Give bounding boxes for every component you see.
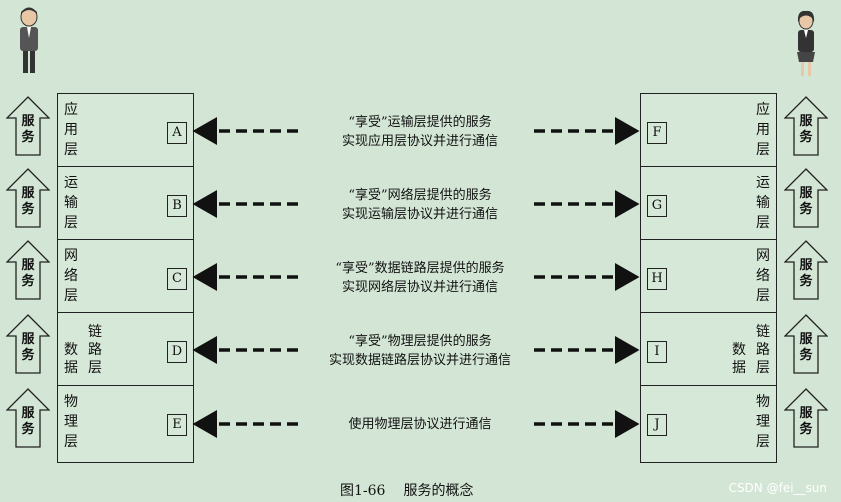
- service-label: 服 务: [21, 114, 35, 145]
- entity-box: H: [647, 268, 667, 290]
- peer-description: “享受”网络层提供的服务 实现运输层协议并进行通信: [341, 188, 498, 222]
- layer-label: 链 路 层 数 据: [720, 323, 770, 377]
- service-label: 服 务: [799, 186, 813, 217]
- service-up-arrow-icon: 服 务: [5, 96, 51, 156]
- peer-description: “享受”物理层提供的服务 实现数据链路层协议并进行通信: [328, 334, 511, 368]
- layer-label: 物 理 层: [756, 394, 770, 450]
- service-label: 服 务: [799, 332, 813, 363]
- entity-box: F: [647, 122, 667, 144]
- left-layer-datalink: 链 路 层 数 据 D: [58, 313, 193, 386]
- service-up-arrow-icon: 服 务: [5, 168, 51, 228]
- service-up-arrow-icon: 服 务: [783, 240, 829, 300]
- service-up-arrow-icon: 服 务: [783, 314, 829, 374]
- service-up-arrow-icon: 服 务: [783, 388, 829, 448]
- service-label: 服 务: [799, 258, 813, 289]
- left-layer-application: 应 用 层 A: [58, 94, 193, 167]
- service-label: 服 务: [21, 258, 35, 289]
- figure-number: 图1-66: [340, 483, 386, 499]
- layer-label: 物 理 层: [64, 394, 78, 450]
- service-up-arrow-icon: 服 务: [783, 96, 829, 156]
- right-layer-transport: 运 输 层 G: [641, 167, 776, 240]
- left-layer-network: 网 络 层 C: [58, 240, 193, 313]
- service-label: 服 务: [21, 332, 35, 363]
- peer-description: “享受”运输层提供的服务 实现应用层协议并进行通信: [341, 115, 498, 149]
- service-up-arrow-icon: 服 务: [5, 240, 51, 300]
- entity-box: G: [647, 195, 667, 217]
- right-layer-datalink: 链 路 层 数 据 I: [641, 313, 776, 386]
- layer-label: 链 路 层 数 据: [64, 323, 114, 377]
- layer-label-part: 链 路 层: [756, 324, 770, 376]
- service-label: 服 务: [21, 186, 35, 217]
- entity-box: C: [167, 268, 187, 290]
- service-label: 服 务: [21, 406, 35, 437]
- right-layer-network: 网 络 层 H: [641, 240, 776, 313]
- left-layer-physical: 物 理 层 E: [58, 386, 193, 459]
- entity-box: E: [167, 414, 187, 436]
- layer-label: 应 用 层: [756, 102, 770, 158]
- peer-description: 使用物理层协议进行通信: [348, 417, 492, 432]
- left-layer-transport: 运 输 层 B: [58, 167, 193, 240]
- layer-label-part: 数 据: [64, 342, 78, 376]
- layer-label: 运 输 层: [756, 175, 770, 231]
- layer-label-part: 数 据: [732, 342, 746, 376]
- entity-box: I: [647, 341, 667, 363]
- watermark: CSDN @fei__sun: [728, 481, 827, 495]
- entity-box: A: [167, 122, 187, 144]
- right-layer-physical: 物 理 层 J: [641, 386, 776, 459]
- entity-box: J: [647, 414, 667, 436]
- layer-label-part: 链 路 层: [88, 324, 102, 376]
- layer-label: 网 络 层: [756, 248, 770, 304]
- right-protocol-stack: 应 用 层 F 运 输 层 G 网 络 层 H 链 路 层 数 据 I 物 理 …: [640, 93, 777, 463]
- figure-title: 服务的概念: [403, 483, 474, 499]
- service-up-arrow-icon: 服 务: [783, 168, 829, 228]
- right-layer-application: 应 用 层 F: [641, 94, 776, 167]
- entity-box: B: [167, 195, 187, 217]
- layer-label: 网 络 层: [64, 248, 78, 304]
- layer-label: 应 用 层: [64, 102, 78, 158]
- service-label: 服 务: [799, 406, 813, 437]
- service-up-arrow-icon: 服 务: [5, 314, 51, 374]
- man-icon: [20, 7, 38, 73]
- peer-description: “享受”数据链路层提供的服务 实现网络层协议并进行通信: [335, 261, 505, 295]
- layer-label: 运 输 层: [64, 175, 78, 231]
- woman-icon: [797, 10, 815, 76]
- left-protocol-stack: 应 用 层 A 运 输 层 B 网 络 层 C 链 路 层 数 据 D 物 理 …: [57, 93, 194, 463]
- entity-box: D: [167, 341, 187, 363]
- service-up-arrow-icon: 服 务: [5, 388, 51, 448]
- figure-caption: 图1-66 服务的概念: [340, 480, 491, 500]
- service-label: 服 务: [799, 114, 813, 145]
